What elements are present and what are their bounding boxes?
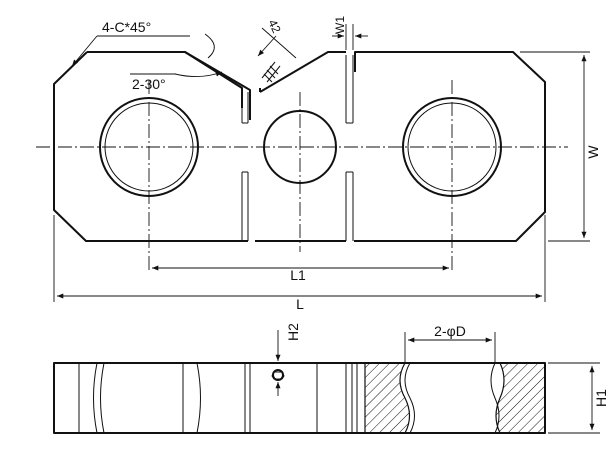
pin-hex (271, 371, 285, 380)
width-label: W (585, 145, 601, 159)
depth-leader (257, 35, 277, 57)
left-bore-curve-c (196, 362, 201, 434)
slot-depth-label: 42 (265, 17, 283, 35)
depth-ext-line (261, 27, 297, 59)
set-screw-icon (261, 61, 281, 83)
right-hatch-section (495, 362, 546, 434)
angle-label: 2-30° (132, 76, 166, 92)
length-label: L (296, 296, 304, 312)
side-view: H2 2-φD H1 (53, 323, 609, 434)
left-bore-curve-a (93, 362, 98, 434)
pin-height-label: H2 (285, 323, 301, 341)
chamfer-leader (71, 35, 98, 67)
angle-arc (174, 71, 223, 77)
slot-width-label: W1 (333, 16, 347, 34)
center-distance-label: L1 (290, 267, 306, 283)
hole-diameter-label: 2-φD (434, 323, 466, 339)
left-bore-curve-b (100, 362, 105, 434)
right-bore-edge (490, 362, 500, 434)
left-hatch-section (364, 362, 411, 434)
top-view: W L1 L 4-C*45° 2-30° 42 W1 (36, 16, 601, 312)
side-outline (53, 362, 546, 434)
left-bore-edge (404, 362, 415, 434)
plate-outline (53, 51, 546, 242)
chamfer-label: 4-C*45° (102, 19, 151, 35)
angle-arc-top (204, 33, 215, 59)
center-notch (184, 51, 261, 120)
thickness-label: H1 (593, 389, 609, 407)
